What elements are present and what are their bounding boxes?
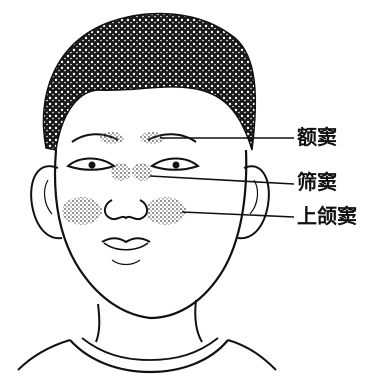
frontal-sinus <box>100 132 124 144</box>
hair <box>42 12 257 151</box>
ethmoid-sinus-label: 筛窦 <box>297 170 337 194</box>
maxillary-sinus-right <box>146 197 186 225</box>
leader-maxillary <box>181 211 295 218</box>
mouth <box>101 237 151 244</box>
ethmoid-sinus <box>111 163 131 181</box>
right-shoulder <box>227 339 277 371</box>
neck-left <box>95 303 101 343</box>
leader-ethmoid <box>149 175 295 185</box>
collar-inner <box>81 337 219 361</box>
nose <box>104 199 148 221</box>
maxillary-sinus-label: 上颌窦 <box>297 204 357 228</box>
right-eye <box>149 157 200 171</box>
right-ear <box>237 165 270 240</box>
face-outline <box>53 149 248 320</box>
left-shoulder <box>17 339 71 371</box>
left-ear <box>30 165 63 240</box>
maxillary-sinus-left <box>62 197 102 225</box>
frontal-sinus-label: 额窦 <box>297 125 337 149</box>
neck-right <box>194 299 203 343</box>
collar-outer <box>69 339 229 374</box>
